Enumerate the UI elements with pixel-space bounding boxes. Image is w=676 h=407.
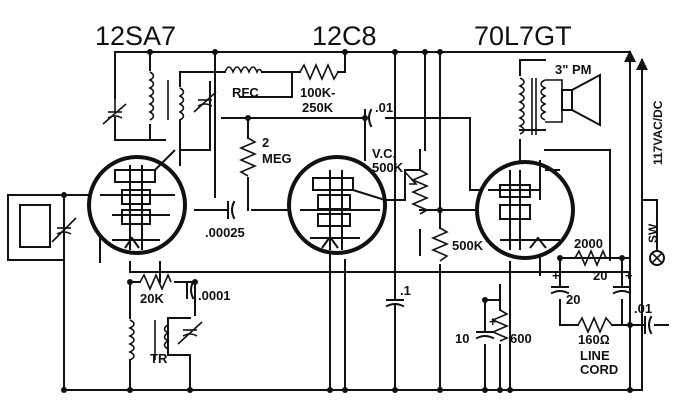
label-2meg-b: MEG bbox=[262, 151, 292, 166]
label-line: LINE bbox=[580, 348, 610, 363]
label-switch: SW bbox=[646, 223, 660, 243]
label-600: 600 bbox=[510, 331, 532, 346]
variable-capacitor-loop bbox=[51, 217, 77, 243]
capacitor-01-top bbox=[364, 108, 373, 128]
capacitor-20-left bbox=[550, 286, 570, 295]
variable-capacitor-2 bbox=[193, 91, 217, 113]
label-00025: .00025 bbox=[205, 225, 245, 240]
tube-label-70l7gt: 70L7GT bbox=[474, 21, 572, 51]
loop-antenna bbox=[19, 204, 51, 248]
label-c01-top: .01 bbox=[375, 100, 393, 115]
variable-capacitor-tr bbox=[177, 321, 203, 345]
tube-70l7gt bbox=[475, 160, 575, 260]
resistor-100k bbox=[299, 62, 339, 82]
label-speaker: 3" PM bbox=[555, 62, 592, 77]
tube-label-12c8: 12C8 bbox=[312, 21, 377, 51]
supply-arrows-icon bbox=[624, 50, 648, 70]
output-transformer bbox=[518, 77, 563, 135]
junctions bbox=[61, 49, 633, 393]
label-plus-20-left: + bbox=[552, 268, 560, 283]
resistor-2meg bbox=[238, 137, 258, 177]
capacitor-00025 bbox=[227, 200, 236, 220]
label-2meg-a: 2 bbox=[262, 135, 269, 150]
label-20-left: 20 bbox=[566, 292, 580, 307]
label-tr: TR bbox=[150, 351, 168, 366]
resistor-20k bbox=[139, 272, 172, 292]
rfc-inductor bbox=[224, 66, 263, 75]
resistor-160 bbox=[577, 315, 613, 335]
label-160: 160Ω bbox=[578, 332, 610, 347]
label-c01-bottom: .01 bbox=[634, 301, 652, 316]
label-c1: .1 bbox=[400, 283, 411, 298]
label-supply: 117VAC/DC bbox=[651, 100, 665, 165]
speaker-icon bbox=[561, 73, 601, 127]
coil-oscillator bbox=[148, 71, 185, 121]
capacitor-20-right bbox=[612, 286, 632, 295]
label-250k: 250K bbox=[302, 100, 334, 115]
resistor-600 bbox=[490, 309, 510, 342]
capacitor-0001 bbox=[186, 280, 195, 300]
capacitor-10 bbox=[475, 331, 495, 340]
label-rfc: RFC bbox=[232, 85, 259, 100]
label-vc-b: 500K bbox=[372, 160, 404, 175]
tube-label-12sa7: 12SA7 bbox=[95, 21, 176, 51]
capacitor-1 bbox=[385, 299, 405, 308]
label-c10: 10 bbox=[455, 331, 469, 346]
label-500k: 500K bbox=[452, 238, 484, 253]
capacitor-01-bottom bbox=[644, 315, 653, 335]
switch-icon bbox=[641, 199, 665, 266]
label-20k: 20K bbox=[140, 291, 164, 306]
label-2000: 2000 bbox=[574, 236, 603, 251]
tube-12c8 bbox=[287, 155, 387, 255]
resistor-500k bbox=[430, 227, 450, 262]
tube-12sa7 bbox=[87, 149, 187, 255]
resistor-vc-500k bbox=[404, 169, 430, 215]
label-cord: CORD bbox=[580, 362, 618, 377]
resistor-2000 bbox=[574, 248, 607, 268]
label-20-right: 20 bbox=[593, 268, 607, 283]
label-100k: 100K- bbox=[300, 85, 335, 100]
variable-capacitor-1 bbox=[102, 98, 127, 125]
label-plus-10: + bbox=[489, 314, 497, 329]
coil-tr bbox=[128, 319, 170, 361]
label-vc-a: V.C. bbox=[372, 146, 396, 161]
label-0001: .0001 bbox=[198, 288, 231, 303]
label-plus-20-right: + bbox=[625, 268, 633, 283]
